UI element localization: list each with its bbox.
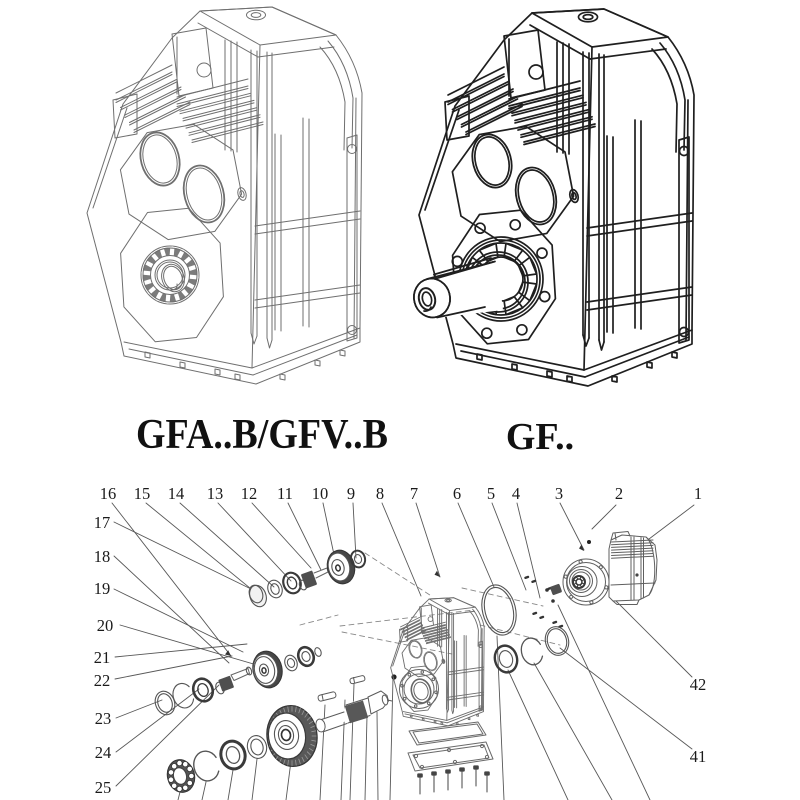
svg-text:23: 23 xyxy=(95,709,112,728)
svg-text:12: 12 xyxy=(241,484,258,503)
svg-text:3: 3 xyxy=(555,484,563,503)
svg-text:21: 21 xyxy=(94,648,111,667)
svg-text:19: 19 xyxy=(94,579,111,598)
svg-text:6: 6 xyxy=(453,484,461,503)
svg-text:41: 41 xyxy=(690,747,707,766)
svg-text:2: 2 xyxy=(615,484,623,503)
svg-text:16: 16 xyxy=(100,484,117,503)
svg-text:11: 11 xyxy=(277,484,293,503)
svg-text:8: 8 xyxy=(376,484,384,503)
svg-text:10: 10 xyxy=(312,484,329,503)
svg-text:17: 17 xyxy=(94,513,111,532)
svg-text:GF..: GF.. xyxy=(506,416,574,458)
svg-text:4: 4 xyxy=(512,484,520,503)
svg-text:1: 1 xyxy=(694,484,702,503)
svg-text:25: 25 xyxy=(95,778,112,797)
svg-text:24: 24 xyxy=(95,743,112,762)
svg-text:GFA..B/GFV..B: GFA..B/GFV..B xyxy=(136,412,388,458)
svg-text:22: 22 xyxy=(94,671,111,690)
svg-text:42: 42 xyxy=(690,675,707,694)
svg-text:13: 13 xyxy=(207,484,224,503)
svg-text:18: 18 xyxy=(94,547,111,566)
svg-text:14: 14 xyxy=(168,484,185,503)
svg-text:5: 5 xyxy=(487,484,495,503)
svg-text:20: 20 xyxy=(97,616,114,635)
svg-text:9: 9 xyxy=(347,484,355,503)
svg-text:7: 7 xyxy=(410,484,418,503)
svg-text:15: 15 xyxy=(134,484,151,503)
